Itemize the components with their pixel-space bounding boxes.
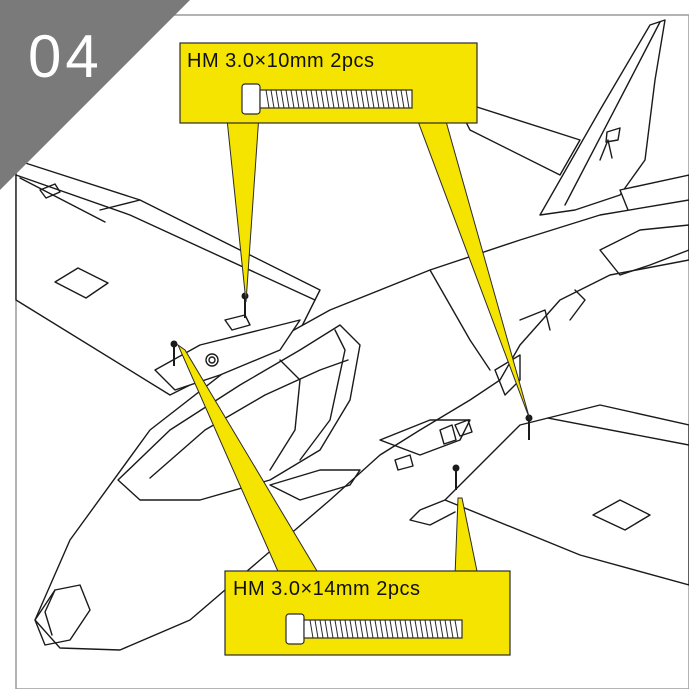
step-number: 04 (28, 23, 103, 90)
right-wing (444, 404, 689, 586)
upper-callout-label: HM 3.0×10mm 2pcs (187, 50, 375, 72)
wing-mount-block (379, 419, 471, 456)
lower-callout-label: HM 3.0×14mm 2pcs (233, 578, 421, 600)
canopy (117, 324, 361, 501)
aircraft-illustration (15, 19, 689, 651)
left-wing-access-panel (54, 267, 109, 299)
installed-screws (170, 292, 533, 490)
step-badge (0, 0, 190, 190)
upper-callout-box (179, 42, 478, 124)
right-wing-access-panel (592, 499, 651, 531)
servo-connector-right (439, 424, 457, 445)
upper-callout (179, 42, 531, 421)
lower-callout-box (224, 570, 511, 656)
left-intake (269, 469, 361, 501)
screw-icon (241, 83, 413, 115)
right-intake (599, 224, 689, 276)
left-wing-servo-mark (39, 183, 61, 199)
screw-icon (285, 613, 463, 645)
vertical-tail (539, 19, 666, 216)
servo-connector-left (224, 314, 251, 331)
lower-callout (176, 343, 511, 656)
page-frame (15, 14, 689, 689)
